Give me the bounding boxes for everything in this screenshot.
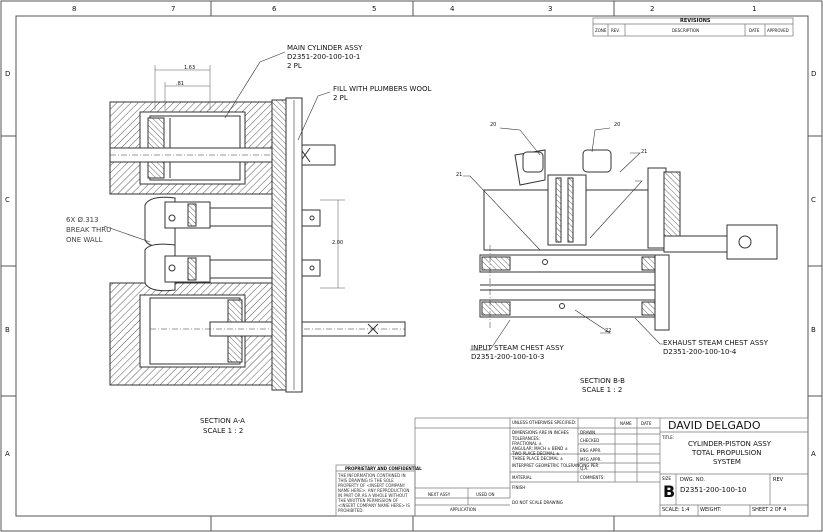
mfg-appr-label: MFG APPR. — [580, 457, 602, 462]
hole-note-1: 6X Ø.313 — [66, 216, 99, 224]
dimension-200: 2.00 — [332, 240, 344, 246]
zone-top-2: 2 — [650, 5, 655, 13]
size-label: SIZE — [662, 476, 671, 481]
tolerances-label: TOLERANCES: — [512, 436, 540, 441]
dimension-81: .81 — [176, 81, 184, 87]
dwg-no-label: DWG. NO. — [680, 477, 705, 483]
scale-text: SCALE: 1:4 — [662, 507, 690, 513]
next-assy-label: NEXT ASSY — [428, 492, 451, 497]
zone-top-7: 7 — [171, 5, 176, 13]
sheet-number: SHEET 2 OF 4 — [752, 507, 787, 513]
input-chest-partno: D2351-200-100-10-3 — [471, 353, 545, 361]
rev-col-zone: ZONE — [595, 28, 607, 33]
finish-label: FINISH — [512, 485, 526, 490]
balloon-20-left: 20 — [490, 122, 497, 128]
checked-label: CHECKED — [580, 438, 600, 443]
do-not-scale: DO NOT SCALE DRAWING — [512, 500, 563, 505]
two-place-tol: TWO PLACE DECIMAL ± — [512, 451, 560, 456]
balloon-21-left: 21 — [456, 172, 463, 178]
zone-top-5: 5 — [372, 5, 377, 13]
proprietary-title: PROPRIETARY AND CONFIDENTIAL — [345, 466, 422, 471]
drawing-title-1: CYLINDER-PISTON ASSY — [688, 440, 772, 448]
exhaust-chest-partno: D2351-200-100-10-4 — [663, 348, 737, 356]
fill-note-qty: 2 PL — [333, 94, 348, 102]
col-date: DATE — [641, 421, 652, 426]
zone-top-3: 3 — [548, 5, 553, 13]
dimension-163: 1.63 — [184, 65, 196, 71]
zone-top-4: 4 — [450, 5, 455, 13]
comments-label: COMMENTS: — [580, 475, 605, 480]
dims-in-inches: DIMENSIONS ARE IN INCHES — [512, 430, 569, 435]
rev-col-date: DATE — [749, 28, 760, 33]
revisions-table — [592, 17, 794, 37]
revisions-title: REVISIONS — [680, 18, 711, 24]
rev-label: REV — [773, 477, 784, 483]
zone-side-a-right: A — [811, 450, 816, 458]
input-chest-label: INPUT STEAM CHEST ASSY — [471, 344, 564, 352]
section-bb-scale: SCALE 1 : 2 — [582, 386, 623, 394]
section-aa-scale: SCALE 1 : 2 — [203, 427, 244, 435]
used-on-label: USED ON — [476, 492, 495, 497]
angular-tol: ANGULAR: MACH ± BEND ± — [512, 446, 568, 451]
zone-side-b-right: B — [811, 326, 816, 334]
zone-side-c: C — [5, 196, 10, 204]
exhaust-chest-label: EXHAUST STEAM CHEST ASSY — [663, 339, 769, 347]
zone-side-a: A — [5, 450, 10, 458]
interpret-geometric: INTERPRET GEOMETRIC TOLERANCING PER: — [512, 463, 600, 468]
unless-specified: UNLESS OTHERWISE SPECIFIED: — [512, 420, 577, 425]
rev-col-description: DESCRIPTION — [672, 28, 700, 33]
section-aa-title: SECTION A-A — [200, 417, 245, 425]
balloon-21-right: 21 — [641, 149, 648, 155]
three-place-tol: THREE PLACE DECIMAL ± — [512, 456, 564, 461]
zone-top-8: 8 — [72, 5, 77, 13]
proprietary-text: THE INFORMATION CONTAINED IN THIS DRAWIN… — [338, 473, 410, 513]
main-cylinder-qty: 2 PL — [287, 62, 302, 70]
col-name: NAME — [620, 421, 632, 426]
drawing-title-2: TOTAL PROPULSION — [692, 449, 762, 457]
zone-side-b: B — [5, 326, 10, 334]
zone-side-d: D — [5, 70, 11, 78]
application-label: APPLICATION — [450, 507, 476, 512]
weight-text: WEIGHT: — [700, 507, 722, 513]
main-cylinder-partno: D2351-200-100-10-1 — [287, 53, 361, 61]
drawing-number: D2351-200-100-10 — [680, 486, 747, 494]
drawing-title-3: SYSTEM — [713, 458, 741, 466]
zone-top-1: 1 — [752, 5, 757, 13]
hole-note-3: ONE WALL — [66, 236, 103, 244]
section-bb-title: SECTION B-B — [580, 377, 625, 385]
hole-note-2: BREAK THRU — [66, 226, 112, 234]
company-name: DAVID DELGADO — [668, 419, 761, 432]
fill-note-label: FILL WITH PLUMBERS WOOL — [333, 85, 432, 93]
section-bb-view — [463, 127, 778, 351]
zone-side-c-right: C — [811, 196, 816, 204]
rev-col-rev: REV. — [611, 28, 620, 33]
fractional-tol: FRACTIONAL ± — [512, 441, 542, 446]
sheet-size: B — [663, 482, 676, 501]
zone-top-6: 6 — [272, 5, 277, 13]
main-cylinder-label: MAIN CYLINDER ASSY — [287, 44, 363, 52]
material-label: MATERIAL — [512, 475, 532, 480]
drawn-label: DRAWN — [580, 430, 596, 435]
qa-label: Q.A. — [580, 466, 589, 471]
title-label: TITLE: — [662, 435, 675, 440]
zone-side-d-right: D — [811, 70, 817, 78]
eng-appr-label: ENG APPR. — [580, 448, 602, 453]
rev-col-approved: APPROVED — [767, 28, 789, 33]
balloon-20-right: 20 — [614, 122, 621, 128]
section-aa-view — [103, 51, 406, 393]
title-block — [335, 417, 809, 517]
balloon-22: 22 — [605, 328, 612, 334]
